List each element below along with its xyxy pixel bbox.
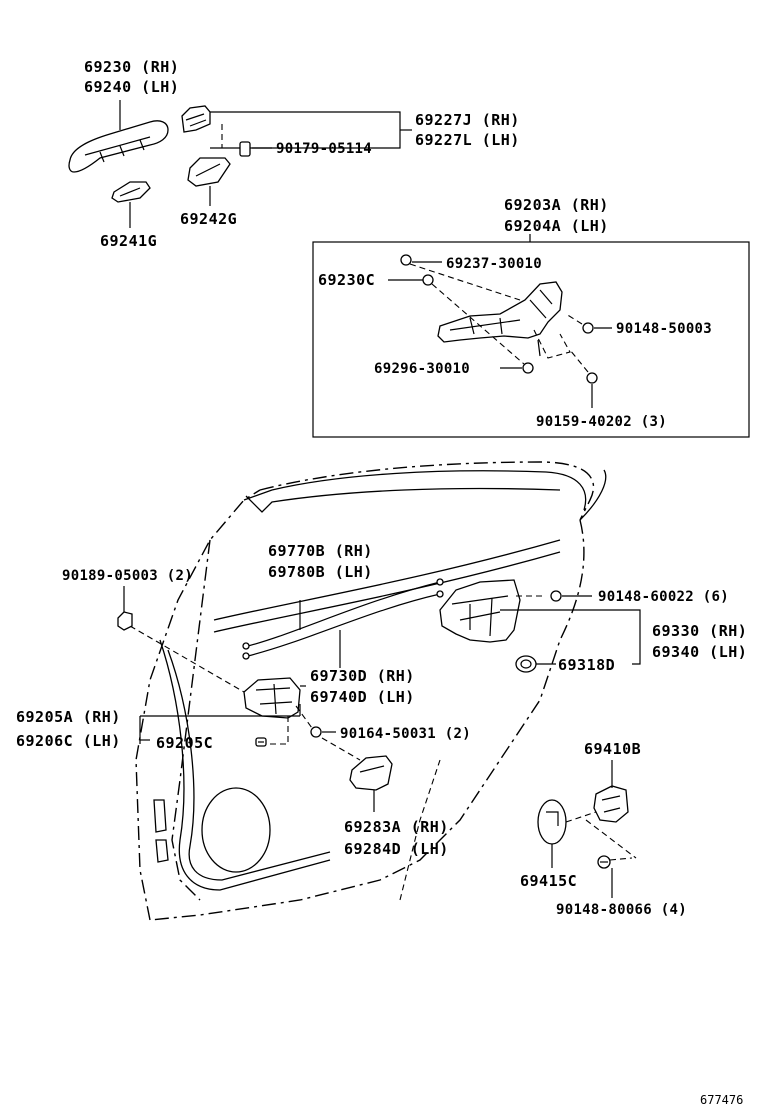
label-69237: 69237-30010 bbox=[446, 256, 542, 272]
label-90148-60022: 90148-60022 (6) bbox=[598, 589, 729, 605]
label-69227J: 69227J (RH) bbox=[415, 111, 520, 129]
screw-90164-part bbox=[310, 726, 322, 738]
label-69230: 69230 (RH) bbox=[84, 58, 179, 76]
inside-handle-group bbox=[129, 625, 306, 747]
label-69241G: 69241G bbox=[100, 232, 157, 250]
label-69770B: 69770B (RH) bbox=[268, 542, 373, 560]
trim-cover-group bbox=[349, 755, 393, 812]
label-69240: 69240 (LH) bbox=[84, 78, 179, 96]
screw-90159-part bbox=[569, 349, 598, 384]
grommet-69230C-part bbox=[422, 274, 434, 286]
frame-part bbox=[437, 281, 563, 343]
outside-handle-group bbox=[68, 100, 412, 228]
door-lock-part bbox=[439, 579, 521, 643]
label-69227L: 69227L (LH) bbox=[415, 131, 520, 149]
label-69730D: 69730D (RH) bbox=[310, 667, 415, 685]
label-90189: 90189-05003 (2) bbox=[62, 568, 193, 584]
screw-69296-part bbox=[522, 362, 534, 374]
seal-69318D-part bbox=[515, 655, 537, 673]
label-69205A: 69205A (RH) bbox=[16, 708, 121, 726]
label-69415C: 69415C bbox=[520, 872, 577, 890]
label-90148-50003: 90148-50003 bbox=[616, 321, 712, 337]
cable-group bbox=[242, 578, 444, 668]
pad-69242G-part bbox=[187, 157, 231, 187]
speaker-outline bbox=[201, 787, 271, 873]
label-69318D: 69318D bbox=[558, 656, 615, 674]
label-69242G: 69242G bbox=[180, 210, 237, 228]
label-69284D: 69284D (LH) bbox=[344, 840, 449, 858]
label-69203A: 69203A (RH) bbox=[504, 196, 609, 214]
diagram-code: 677476 bbox=[700, 1093, 743, 1107]
screw-90148-60022-part bbox=[550, 590, 562, 602]
label-90159: 90159-40202 (3) bbox=[536, 414, 667, 430]
screw-90148-50003-part bbox=[565, 313, 594, 334]
label-69780B: 69780B (LH) bbox=[268, 563, 373, 581]
label-69205C: 69205C bbox=[156, 734, 213, 752]
striker-69410B-part bbox=[593, 785, 629, 823]
label-90179: 90179-05114 bbox=[276, 141, 372, 157]
inside-handle-part bbox=[243, 677, 301, 719]
label-69204A: 69204A (LH) bbox=[504, 217, 609, 235]
striker-cover-69415C-part bbox=[537, 799, 567, 845]
label-69740D: 69740D (LH) bbox=[310, 688, 415, 706]
frame-group bbox=[312, 234, 750, 438]
handle-cap-part bbox=[181, 105, 211, 133]
label-69330: 69330 (RH) bbox=[652, 622, 747, 640]
frame-box bbox=[312, 241, 750, 438]
screw-90189-group bbox=[117, 586, 133, 631]
screw-90189-part bbox=[117, 611, 133, 631]
label-69410B: 69410B bbox=[584, 740, 641, 758]
screw-90164-group bbox=[295, 705, 361, 761]
clip-90179-part bbox=[239, 141, 251, 157]
door-lock-group bbox=[439, 579, 641, 673]
label-69283A: 69283A (RH) bbox=[344, 818, 449, 836]
label-69206C: 69206C (LH) bbox=[16, 732, 121, 750]
outside-handle-part bbox=[68, 120, 169, 173]
screw-90148-80066-part bbox=[597, 855, 611, 869]
label-90164: 90164-50031 (2) bbox=[340, 726, 471, 742]
grommet-69237-part bbox=[400, 254, 412, 266]
label-69230C: 69230C bbox=[318, 271, 375, 289]
striker-group bbox=[537, 760, 637, 898]
label-69296: 69296-30010 bbox=[374, 361, 470, 377]
door-outline bbox=[135, 461, 607, 921]
label-90148-80066: 90148-80066 (4) bbox=[556, 902, 687, 918]
trim-cover-part bbox=[349, 755, 393, 791]
label-69340: 69340 (LH) bbox=[652, 643, 747, 661]
